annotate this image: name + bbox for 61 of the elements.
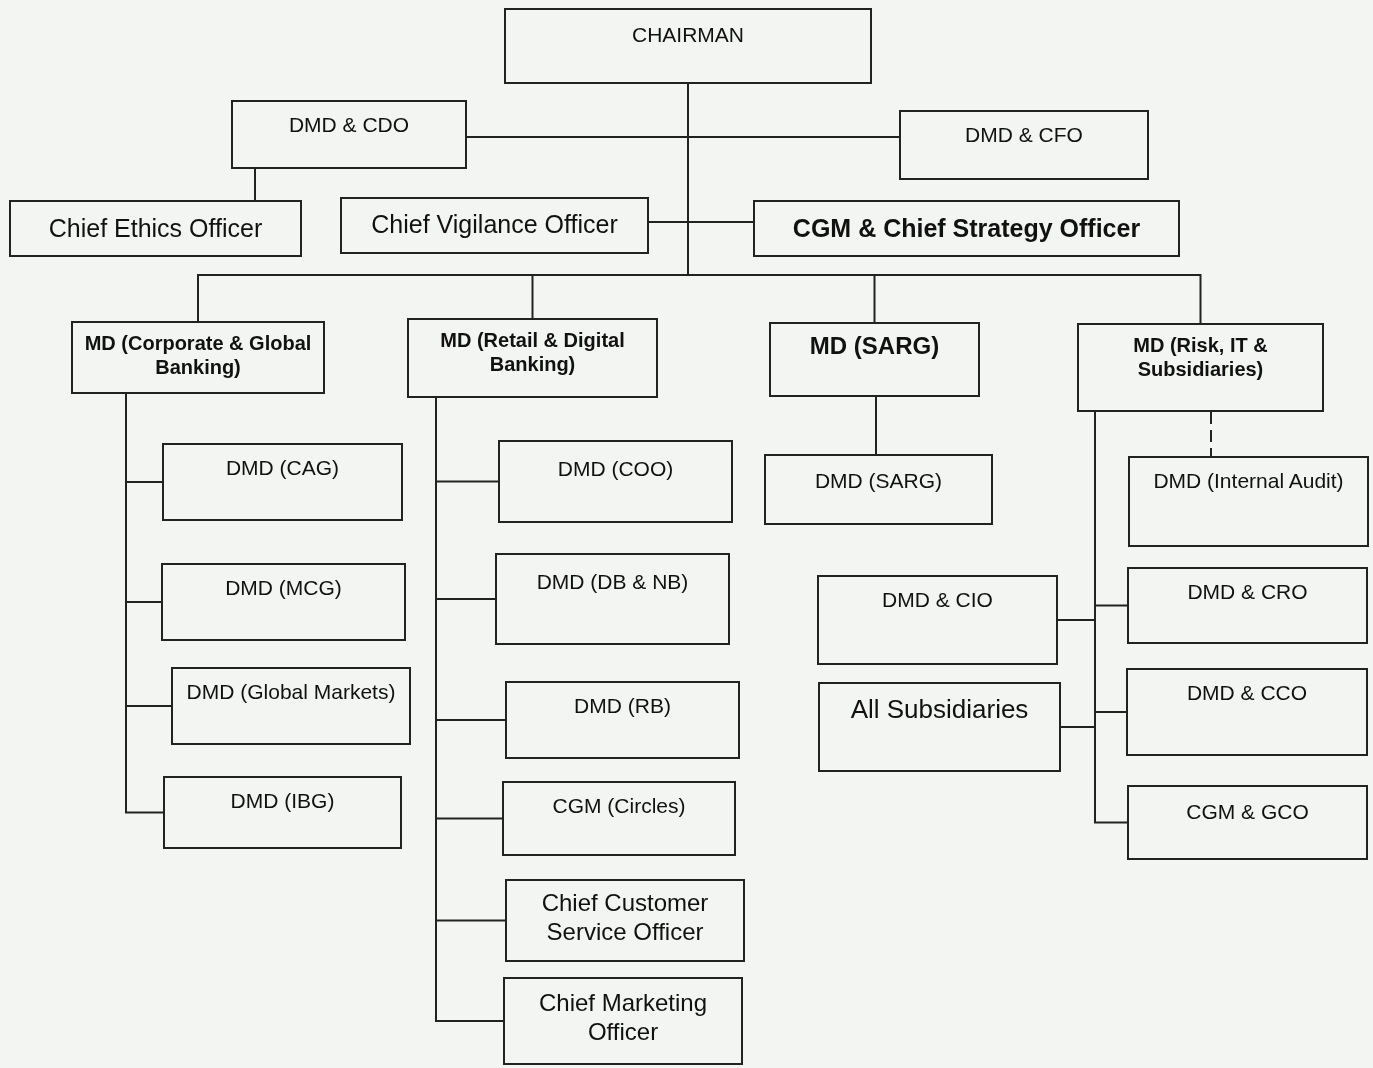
role-title: MD (SARG)	[808, 332, 941, 361]
connector-line	[254, 168, 256, 201]
role-title: MD (Corporate & Global Banking)	[83, 331, 313, 379]
org-box	[505, 681, 740, 759]
org-box	[163, 776, 402, 849]
role-title: DMD (IBG)	[229, 788, 336, 814]
role-title: Chief Marketing Officer	[537, 989, 709, 1047]
role-title: CGM & Chief Strategy Officer	[791, 213, 1142, 243]
org-box	[1128, 456, 1369, 547]
role-title: DMD & CDO	[287, 112, 411, 138]
org-box	[9, 200, 302, 257]
role-title: DMD (MCG)	[224, 575, 343, 601]
role-title: Chief Customer Service Officer	[540, 889, 710, 947]
role-title: MD (Retail & Digital Banking)	[439, 328, 626, 376]
role-title: DMD (RB)	[573, 693, 672, 719]
role-title: Chief Vigilance Officer	[370, 209, 619, 239]
org-box	[1127, 567, 1368, 644]
org-box	[171, 667, 411, 745]
role-title: DMD & CFO	[964, 122, 1084, 148]
role-title: DMD (SARG)	[813, 468, 944, 494]
role-title: DMD (COO)	[556, 456, 675, 482]
role-title: All Subsidiaries	[849, 694, 1030, 726]
org-box	[753, 200, 1180, 257]
role-title: DMD (CAG)	[224, 455, 341, 481]
role-title: DMD & CRO	[1186, 579, 1309, 605]
role-title: DMD (Internal Audit)	[1152, 468, 1345, 494]
org-box	[764, 454, 993, 525]
org-box	[899, 110, 1149, 180]
org-box	[71, 321, 325, 394]
role-title: CGM & GCO	[1185, 799, 1310, 825]
role-title: CGM (Circles)	[551, 793, 687, 819]
org-box	[340, 197, 649, 254]
org-box	[495, 553, 730, 645]
connector-line	[1094, 411, 1128, 824]
connector-line	[687, 83, 1202, 324]
org-box	[769, 322, 980, 397]
org-box	[504, 8, 872, 84]
role-title: DMD & CCO	[1185, 680, 1309, 706]
org-box	[161, 563, 406, 641]
org-box	[818, 682, 1061, 772]
connector-line	[125, 393, 164, 814]
role-title: MD (Risk, IT & Subsidiaries)	[1132, 333, 1269, 381]
org-box	[502, 781, 736, 856]
connector-line	[875, 396, 877, 455]
org-box	[498, 440, 733, 523]
role-title: DMD (Global Markets)	[185, 679, 397, 705]
dashed-connector	[1210, 411, 1212, 457]
org-box	[1077, 323, 1324, 412]
org-box	[1127, 785, 1368, 860]
role-title: Chief Ethics Officer	[47, 213, 264, 243]
org-box	[162, 443, 403, 521]
role-title: DMD (DB & NB)	[535, 569, 690, 595]
connector-line	[435, 397, 504, 1022]
org-box	[817, 575, 1058, 665]
org-box	[231, 100, 467, 169]
role-title: CHAIRMAN	[631, 22, 745, 48]
role-title: DMD & CIO	[881, 587, 994, 613]
org-box	[1126, 668, 1368, 756]
org-box	[503, 977, 743, 1065]
org-box	[505, 879, 745, 962]
org-box	[407, 318, 658, 398]
